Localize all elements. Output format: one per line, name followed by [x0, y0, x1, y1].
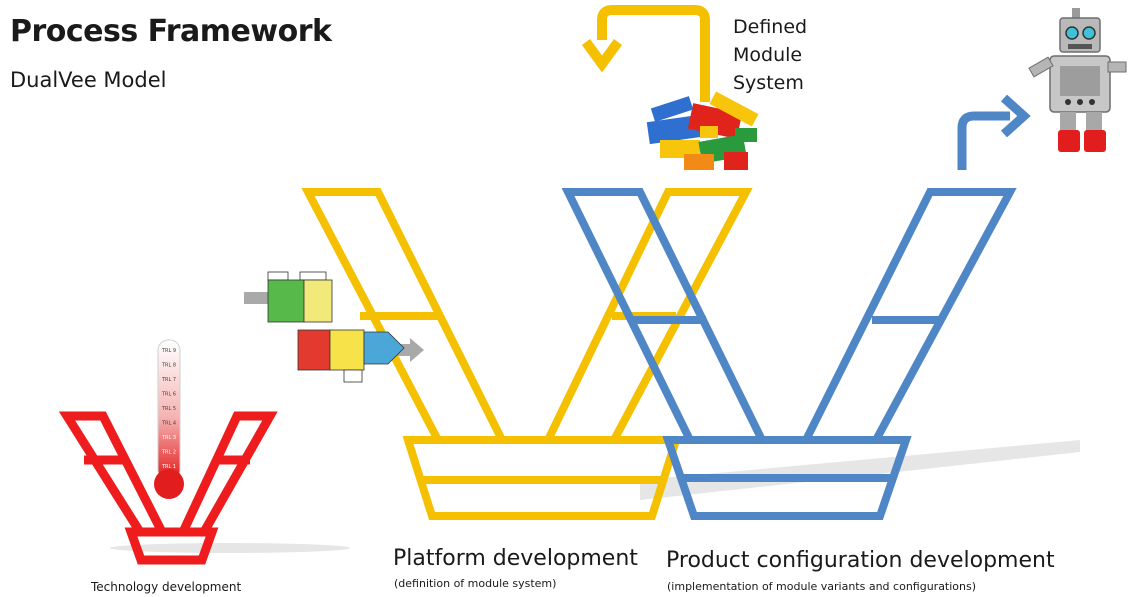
thermometer-level-label: TRL 5	[161, 406, 176, 412]
product-v-base	[662, 436, 912, 520]
technology-v-base	[124, 527, 219, 565]
technology-v-left-arm	[58, 411, 170, 537]
product-out-arrow-icon	[957, 94, 1031, 170]
lego-bricks-icon	[646, 91, 759, 170]
thermometer-levels: TRL 9 TRL 8 TRL 7 TRL 6 TRL 5 TRL 4 TRL 3 TRL 2…	[161, 348, 176, 470]
page-title: Process Framework	[10, 14, 332, 49]
robot-icon	[1028, 8, 1127, 152]
module-system-label: Defined Module System	[733, 13, 853, 97]
product-v	[561, 188, 1017, 520]
technology-development-label: Technology development	[91, 580, 242, 594]
thermometer-level-label: TRL 3	[161, 435, 176, 441]
thermometer-level-label: TRL 4	[161, 421, 176, 427]
product-configuration-label: Product configuration development	[666, 548, 1055, 573]
module-system-line: Module	[733, 44, 803, 66]
module-system-line: System	[733, 72, 804, 94]
page-subtitle: DualVee Model	[10, 68, 167, 92]
product-configuration-sublabel: (implementation of module variants and c…	[667, 580, 977, 593]
module-system-line: Defined	[733, 16, 808, 38]
thermometer-level-label: TRL 9	[161, 348, 176, 354]
thermometer-icon: TRL 9 TRL 8 TRL 7 TRL 6 TRL 5 TRL 4 TRL 3 TRL 2…	[154, 339, 184, 499]
platform-v-base	[402, 436, 682, 520]
technology-v-right-arm	[175, 411, 278, 537]
thermometer-level-label: TRL 2	[161, 450, 176, 456]
thermometer-level-label: TRL 1	[161, 464, 176, 470]
platform-development-label: Platform development	[393, 546, 638, 571]
module-blocks-icon	[267, 271, 405, 383]
technology-v	[58, 411, 278, 565]
module-return-arrow-icon	[581, 5, 710, 102]
thermometer-level-label: TRL 8	[161, 363, 176, 369]
thermometer-level-label: TRL 7	[161, 377, 176, 383]
thermometer-level-label: TRL 6	[161, 392, 176, 398]
platform-development-sublabel: (definition of module system)	[394, 577, 557, 590]
floor-shadows	[110, 440, 1080, 553]
